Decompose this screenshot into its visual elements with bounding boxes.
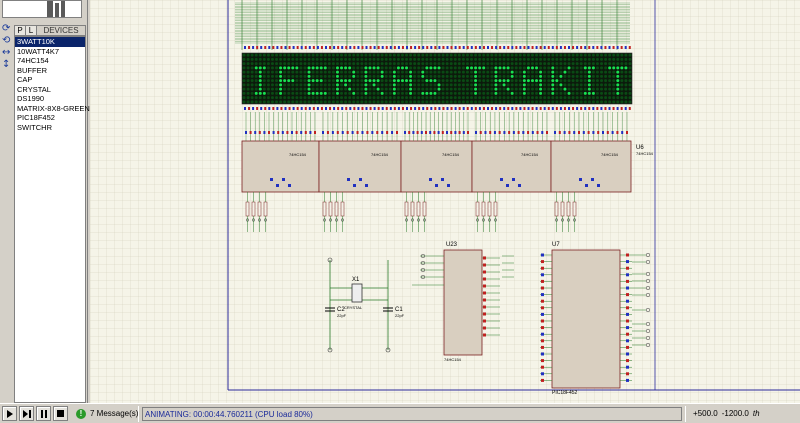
decoder-u23-label: U23	[446, 242, 458, 248]
mcu-u7-label: U7	[552, 242, 560, 248]
resistor-network	[245, 192, 577, 232]
device-list-item[interactable]: PIC18F452	[17, 113, 55, 122]
matrix-panel	[241, 52, 633, 105]
play-icon	[6, 409, 13, 418]
decoder-u6-label: U6	[636, 145, 644, 151]
crystal-value: CRYSTAL	[344, 305, 363, 310]
messages-count[interactable]: 7 Message(s)	[90, 409, 139, 418]
decoder-chip[interactable]	[471, 140, 552, 193]
oscillator-circuit[interactable]: X1 CRYSTAL C2 22pF C1 22pF	[325, 257, 405, 353]
flip-horizontal-icon[interactable]: ↔	[2, 47, 11, 58]
decoder-u23[interactable]: U23 74HC154	[412, 242, 514, 362]
decoder-chip[interactable]	[550, 140, 632, 193]
status-separator	[685, 405, 686, 422]
device-list-item[interactable]: MATRIX-8X8-GREEN	[17, 103, 90, 113]
cap-c1-label: C1	[395, 307, 403, 313]
stop-icon	[57, 410, 64, 417]
decoder-chip[interactable]	[241, 140, 320, 193]
play-button[interactable]	[2, 406, 17, 421]
device-list-item[interactable]: CAP	[17, 75, 33, 84]
mcu-u7[interactable]: U7 PIC18F452	[540, 242, 632, 396]
cursor-y: -1200.0	[721, 409, 749, 418]
cap-c2-value: 22pF	[337, 313, 347, 318]
crystal-x1[interactable]	[351, 283, 363, 303]
messages-icon[interactable]: !	[76, 408, 86, 419]
step-icon	[22, 409, 31, 418]
decoder-chip-type: 74HC154	[601, 152, 619, 157]
matrix-pin-row-top	[244, 46, 631, 49]
device-list-item[interactable]: 74HC154	[17, 56, 49, 65]
schematic-canvas[interactable]: IFERRAS TRAKIT 74HC154 74HC154 74HC154 74HC…	[90, 0, 800, 403]
mcu-io-terminals	[632, 252, 651, 348]
library-manager-button[interactable]: L	[26, 26, 37, 35]
row-wires	[235, 0, 630, 50]
animation-status: ANIMATING: 00:00:44.760211 (CPU load 80%…	[142, 406, 682, 421]
device-list-title: DEVICES	[43, 26, 79, 35]
cursor-x: +500.0	[693, 409, 718, 418]
decoder-chip-type: 74HC154	[521, 152, 539, 157]
decoder-u6-chip: 74HC154	[636, 151, 654, 156]
device-list-header: P L DEVICES	[14, 25, 86, 36]
device-list-item[interactable]: SWITCHR	[17, 122, 52, 132]
pause-icon	[40, 409, 47, 418]
decoder-chip-type: 74HC154	[289, 152, 307, 157]
coordinate-unit: th	[752, 409, 760, 418]
decoder-u23-chip: 74HC154	[444, 357, 462, 362]
led-matrix-display[interactable]: IFERRAS TRAKIT	[241, 49, 633, 105]
stop-button[interactable]	[53, 406, 68, 421]
device-preview	[2, 0, 82, 18]
step-button[interactable]	[19, 406, 34, 421]
mcu-u7-chip: PIC18F452	[552, 390, 578, 396]
matrix-pin-row-bottom	[244, 107, 631, 110]
decoder-chip[interactable]	[318, 140, 402, 193]
rotate-cw-icon[interactable]: ⟳	[2, 23, 11, 34]
device-list-item[interactable]: DS1990	[17, 94, 45, 103]
rotate-ccw-icon[interactable]: ⟲	[2, 35, 11, 46]
device-list-item[interactable]: CRYSTAL	[17, 84, 51, 94]
crystal-label: X1	[352, 277, 360, 283]
cap-c2-label: C2	[337, 307, 345, 313]
decoder-chip-type: 74HC154	[371, 152, 389, 157]
decoder-chip-type: 74HC154	[442, 152, 460, 157]
device-list-item[interactable]: 10WATT4K7	[17, 46, 60, 56]
status-separator	[138, 405, 139, 422]
device-list-item[interactable]: 3WATT10K	[15, 37, 85, 47]
device-list-item[interactable]: BUFFER	[17, 65, 47, 75]
flip-vertical-icon[interactable]: ↕	[2, 59, 11, 70]
pick-devices-button[interactable]: P	[15, 26, 26, 35]
pause-button[interactable]	[36, 406, 51, 421]
status-bar: ! 7 Message(s) ANIMATING: 00:00:44.76021…	[0, 403, 800, 423]
cap-c1-value: 22pF	[395, 313, 405, 318]
